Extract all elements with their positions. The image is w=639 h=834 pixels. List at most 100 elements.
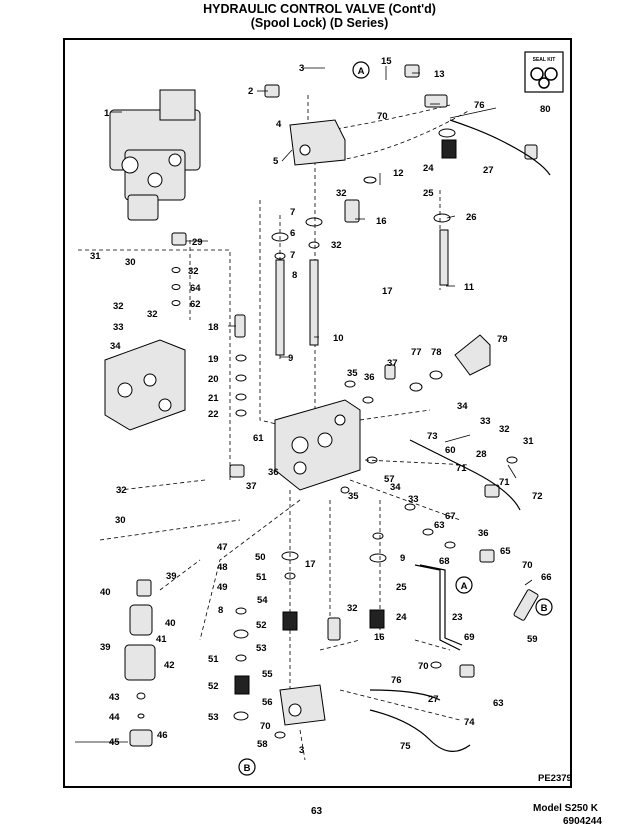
callout-32: 32 [347,603,358,614]
callout-34: 34 [110,341,121,352]
callout-71: 71 [456,463,467,474]
callout-49: 49 [217,582,228,593]
callout-65: 65 [500,546,511,557]
callout-45: 45 [109,737,120,748]
part-18 [234,314,246,338]
callout-33: 33 [408,494,419,505]
springs [234,139,457,695]
callout-51: 51 [256,572,267,583]
callout-61: 61 [253,433,264,444]
callout-69: 69 [464,632,475,643]
callout-4: 4 [276,119,282,130]
callout-19: 19 [208,354,219,365]
callout-28: 28 [476,449,487,460]
leader-lines [75,66,533,743]
callout-20: 20 [208,374,219,385]
callout-25: 25 [396,582,407,593]
callout-36: 36 [364,372,375,383]
callout-41: 41 [156,634,167,645]
callout-51: 51 [208,654,219,665]
callout-79: 79 [497,334,508,345]
spool-10 [309,259,319,346]
callout-42: 42 [164,660,175,671]
callout-57: 57 [384,474,395,485]
callout-8: 8 [218,605,223,616]
callout-17: 17 [382,286,393,297]
spool-11 [439,229,449,286]
callout-70: 70 [377,111,388,122]
part-69 [459,664,475,678]
part-14 [424,94,448,108]
callout-74: 74 [464,717,475,728]
diagram-frame [63,38,572,788]
spool-9 [275,259,285,356]
title-line-1: HYDRAULIC CONTROL VALVE (Cont'd) [203,2,436,16]
callout-34: 34 [457,401,468,412]
callout-70: 70 [522,560,533,571]
callout-25: 25 [423,188,434,199]
callout-32: 32 [331,240,342,251]
callout-54: 54 [257,595,268,606]
callout-35: 35 [347,368,358,379]
callout-47: 47 [217,542,228,553]
callout-44: 44 [109,712,120,723]
callout-35: 35 [348,491,359,502]
part-27-fitting [524,144,538,160]
part-39-fitting [136,579,152,597]
callout-9: 9 [288,353,293,364]
hydraulic-tubes [369,119,551,752]
part-59 [513,589,539,621]
callout-52: 52 [208,681,219,692]
callout-63: 63 [493,698,504,709]
connector-a-top [352,61,370,79]
callout-40: 40 [100,587,111,598]
callout-71: 71 [499,477,510,488]
callout-55: 55 [262,669,273,680]
callout-30: 30 [125,257,136,268]
callout-32: 32 [499,424,510,435]
callout-8: 8 [292,270,297,281]
callout-2: 2 [248,86,253,97]
callout-64: 64 [190,283,201,294]
callout-72: 72 [532,491,543,502]
callout-48: 48 [217,562,228,573]
callout-1: 1 [104,108,110,119]
relief-cartridge [454,334,491,376]
callout-66: 66 [541,572,552,583]
callout-31: 31 [90,251,101,262]
callout-32: 32 [113,301,124,312]
connector-a-right [455,576,473,594]
callout-56: 56 [262,697,273,708]
part-65 [479,549,495,563]
callout-5: 5 [273,156,279,167]
callout-32: 32 [147,309,158,320]
part-number: 6904244 [563,816,602,827]
connector-a-label: A [358,66,365,77]
callout-39: 39 [100,642,111,653]
callout-39: 39 [166,571,177,582]
callout-15: 15 [381,56,392,67]
callout-27: 27 [483,165,494,176]
seal-kit-icon [530,67,558,89]
callout-78: 78 [431,347,442,358]
callout-33: 33 [113,322,124,333]
part-41 [129,604,153,636]
part-29 [171,232,187,246]
callout-53: 53 [208,712,219,723]
valve-cap-top [289,119,346,166]
callout-23: 23 [452,612,463,623]
callout-36: 36 [478,528,489,539]
part-drawings [104,64,539,747]
callout-70: 70 [418,661,429,672]
callout-68: 68 [439,556,450,567]
callout-59: 59 [527,634,538,645]
connector-b-right [535,598,553,616]
callout-52: 52 [256,620,267,631]
valve-body-center [274,399,361,491]
main-valve-assembly-top [109,89,201,221]
valve-body-left [104,339,186,431]
seal-kit-label: SEAL KIT [533,57,556,63]
seal-kit-box: SEAL KIT [524,51,564,93]
callout-3: 3 [299,63,304,74]
valve-cap-bottom [279,684,326,726]
